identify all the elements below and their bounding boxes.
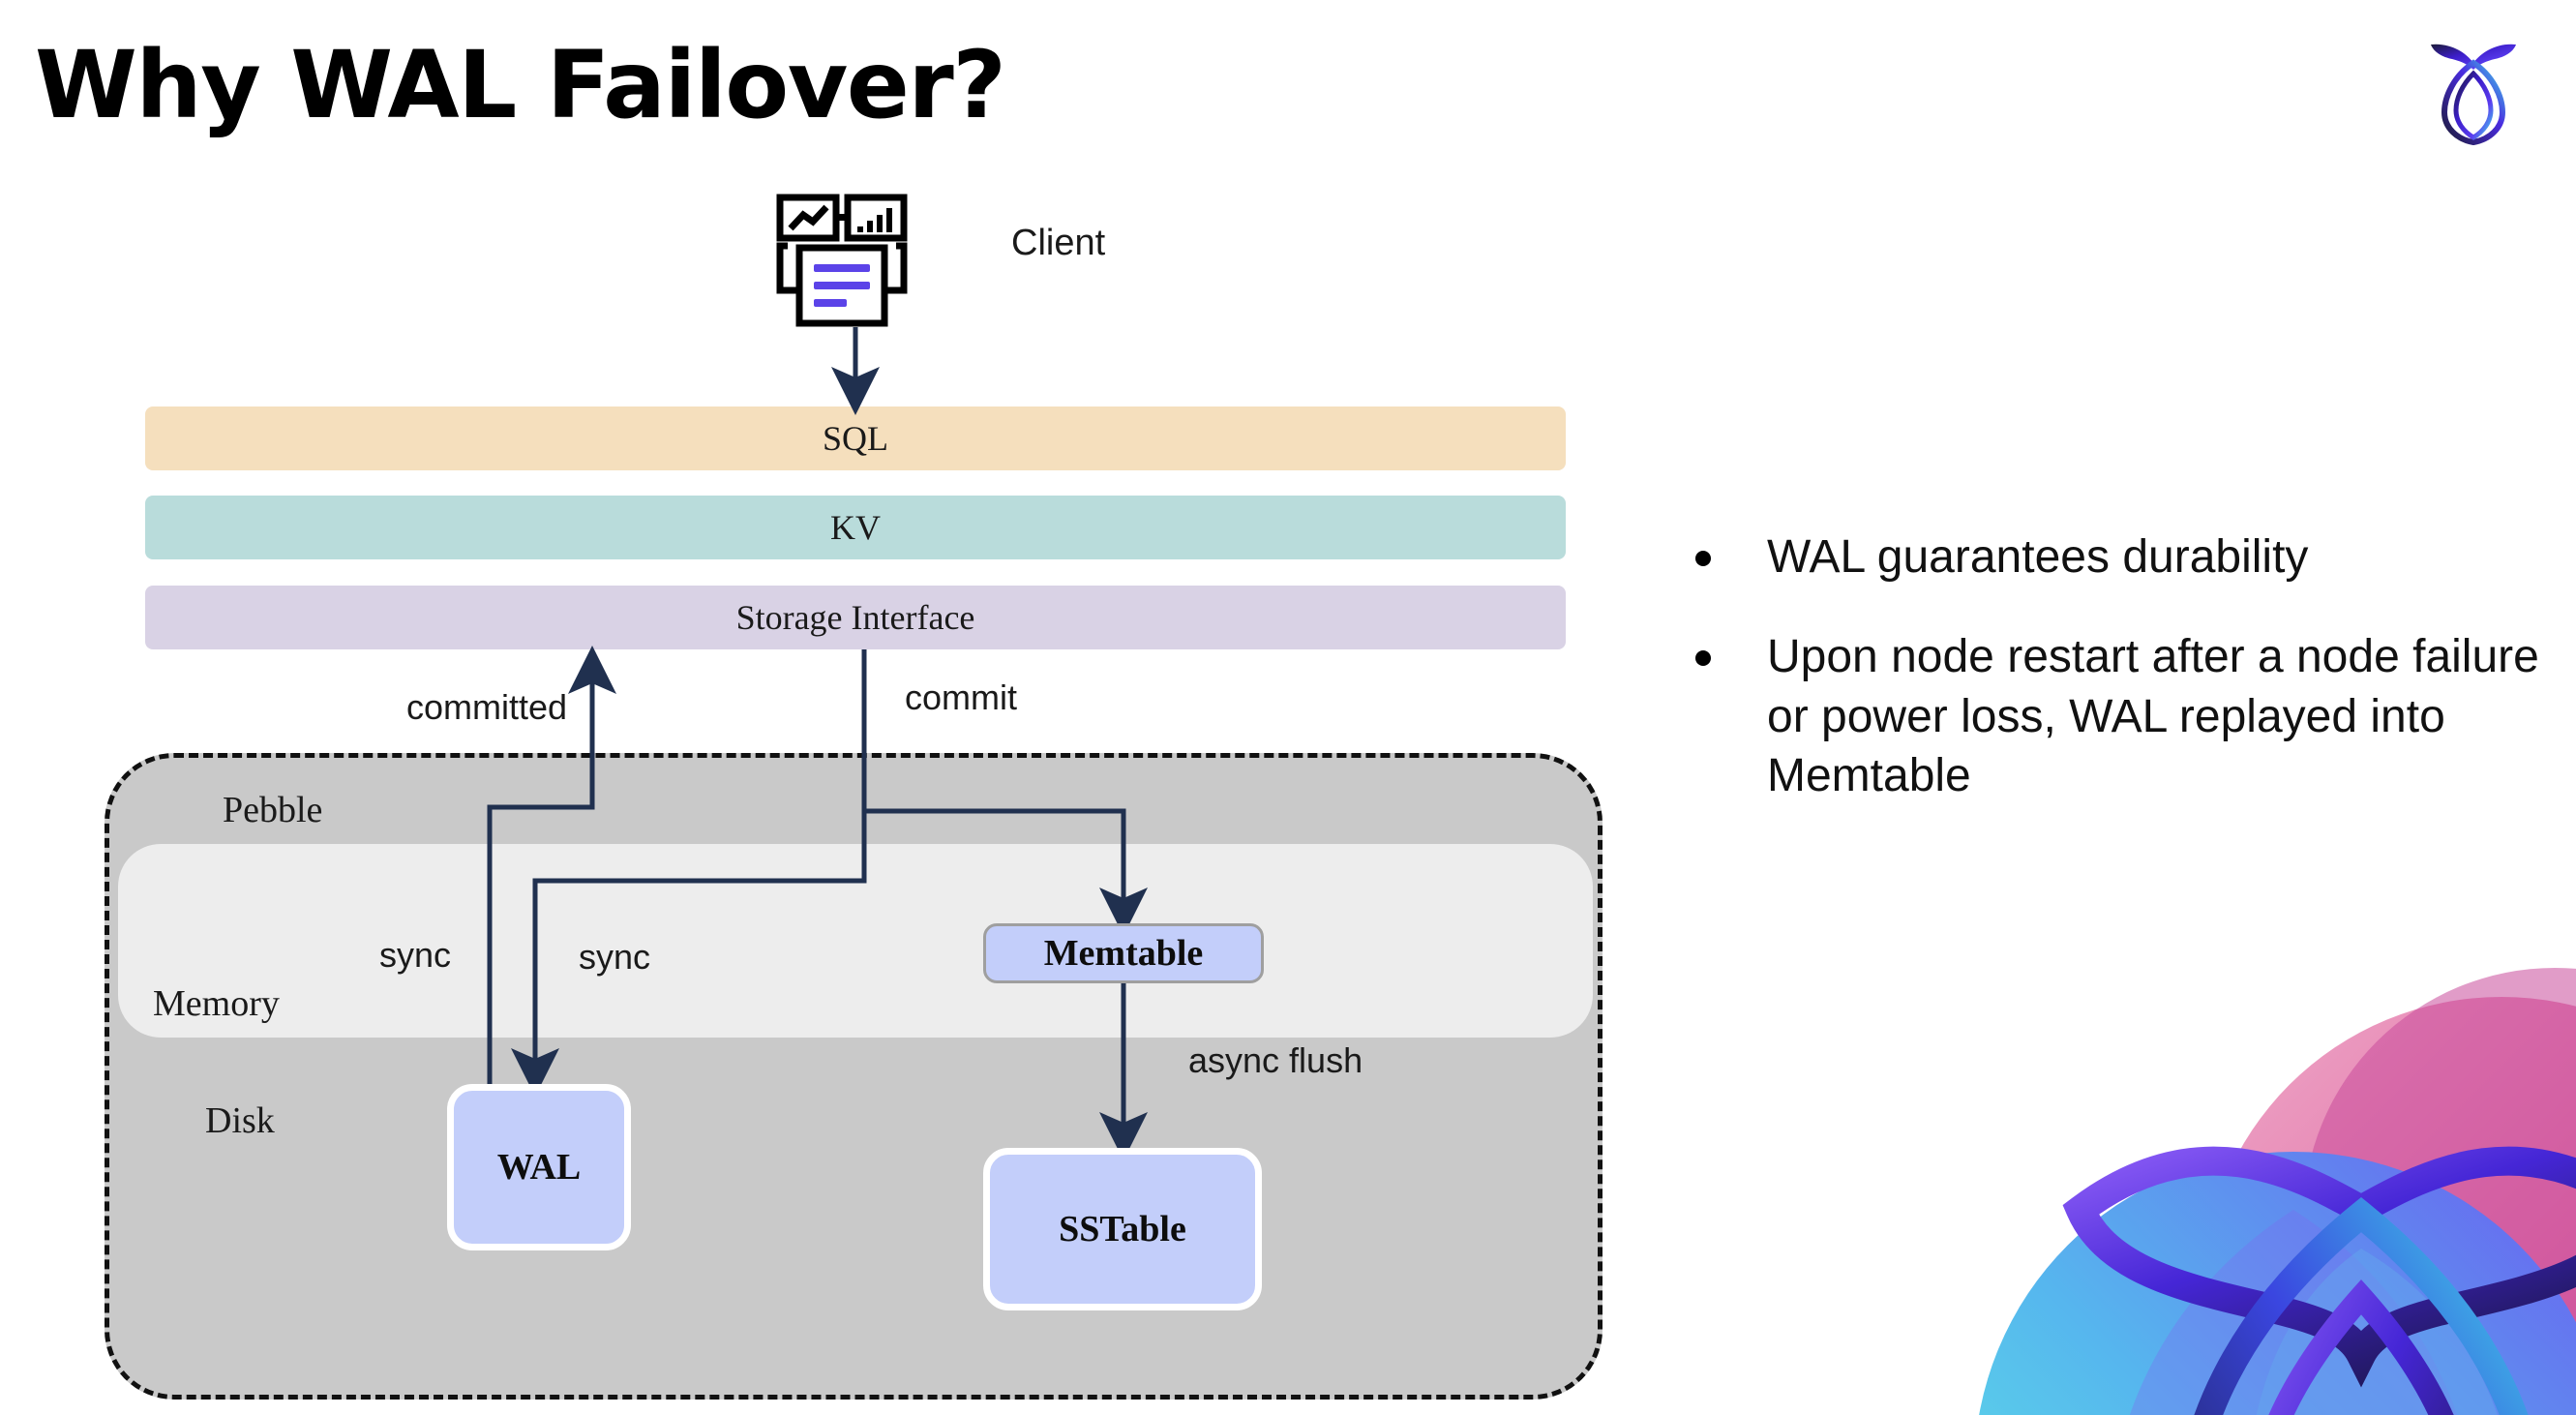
edge-label-commit: commit [905, 677, 1017, 717]
edge-label-async-flush: async flush [1188, 1040, 1363, 1080]
layer-bar-storage-interface: Storage Interface [145, 586, 1566, 649]
bullet-text: Upon node restart after a node failure o… [1767, 631, 2539, 802]
memory-region [118, 844, 1593, 1038]
node-sstable-label: SSTable [1059, 1209, 1186, 1249]
client-label: Client [1011, 223, 1106, 263]
cockroachdb-logo-icon [2431, 44, 2516, 145]
bullet-list: WAL guarantees durability Upon node rest… [1695, 527, 2547, 847]
edge-label-committed: committed [406, 687, 568, 727]
list-item: Upon node restart after a node failure o… [1695, 627, 2547, 805]
bullet-text: WAL guarantees durability [1767, 531, 2309, 583]
node-wal: WAL [447, 1084, 631, 1250]
memory-region-label: Memory [153, 983, 280, 1024]
layer-bar-kv: KV [145, 496, 1566, 559]
bullet-dot-icon [1695, 650, 1711, 667]
pebble-label: Pebble [223, 790, 323, 830]
layer-bar-sql: SQL [145, 406, 1566, 470]
disk-region-label: Disk [205, 1100, 275, 1141]
bullet-dot-icon [1695, 551, 1711, 566]
edge-label-sync-right: sync [579, 937, 651, 977]
node-wal-label: WAL [496, 1147, 582, 1188]
layer-bar-kv-label: KV [830, 508, 881, 547]
page-title: Why WAL Failover? [35, 31, 1006, 139]
layer-bar-storage-interface-label: Storage Interface [735, 598, 975, 637]
client-dashboard-icon [776, 194, 908, 327]
decorative-logo-artwork [1979, 968, 2576, 1415]
node-sstable: SSTable [983, 1148, 1262, 1310]
node-memtable: Memtable [983, 923, 1264, 983]
node-memtable-label: Memtable [1043, 933, 1204, 974]
layer-bar-sql-label: SQL [822, 419, 888, 458]
edge-label-sync-left: sync [379, 935, 452, 975]
list-item: WAL guarantees durability [1695, 527, 2547, 587]
